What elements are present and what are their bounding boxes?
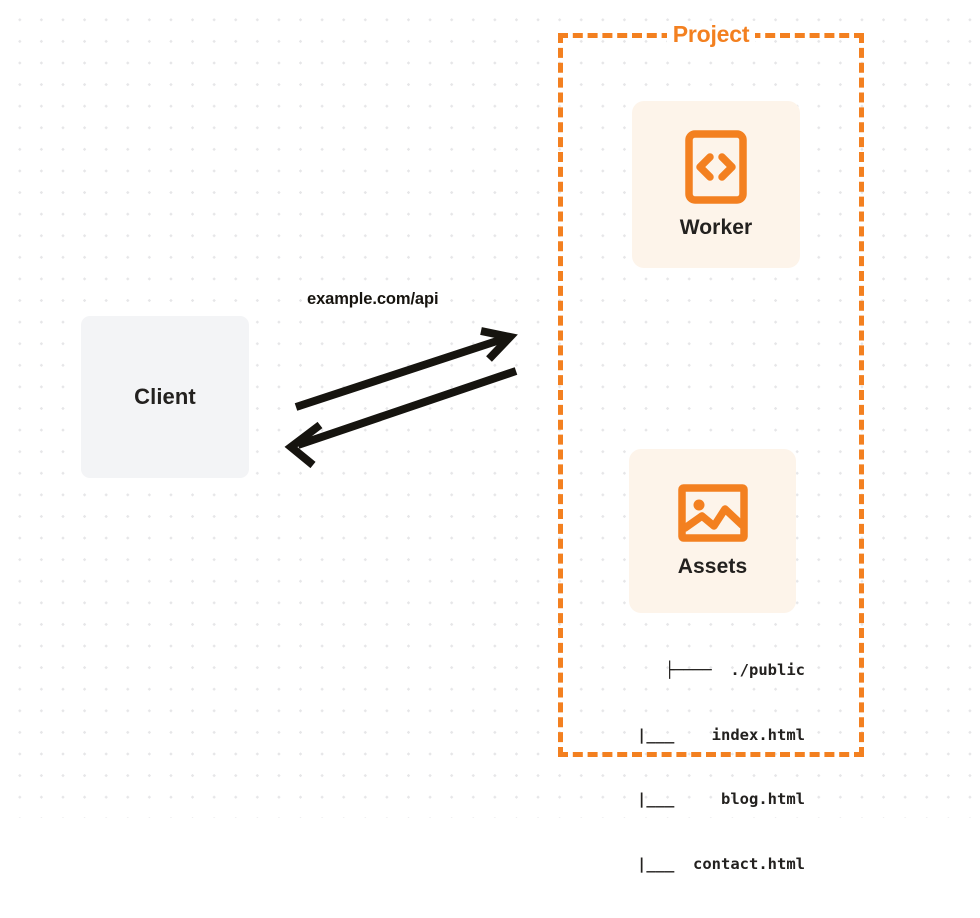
response-arrow xyxy=(284,367,518,469)
tree-row-index-html: |___ index.html xyxy=(590,725,805,744)
tree-row-contact-html: |___ contact.html xyxy=(590,854,805,873)
project-title: Project xyxy=(563,21,859,48)
request-url-label: example.com/api xyxy=(307,290,439,308)
client-label: Client xyxy=(134,384,196,409)
assets-label: Assets xyxy=(677,555,748,578)
project-title-text: Project xyxy=(666,21,756,48)
code-brackets-icon xyxy=(685,129,747,204)
worker-label: Worker xyxy=(679,215,753,239)
worker-card[interactable]: Worker xyxy=(632,101,800,268)
image-icon xyxy=(677,483,748,543)
assets-card[interactable]: Assets xyxy=(629,449,796,613)
diagram-canvas: Client example.com/api Project Work xyxy=(0,0,980,873)
request-arrow xyxy=(294,327,518,411)
tree-row-blog-html: |___ blog.html xyxy=(590,790,805,808)
tree-row-public: ├──── ./public xyxy=(665,661,805,679)
asset-file-tree: ├──── ./public |___ index.html |___ blog… xyxy=(560,617,805,918)
client-node[interactable]: Client xyxy=(81,316,249,478)
